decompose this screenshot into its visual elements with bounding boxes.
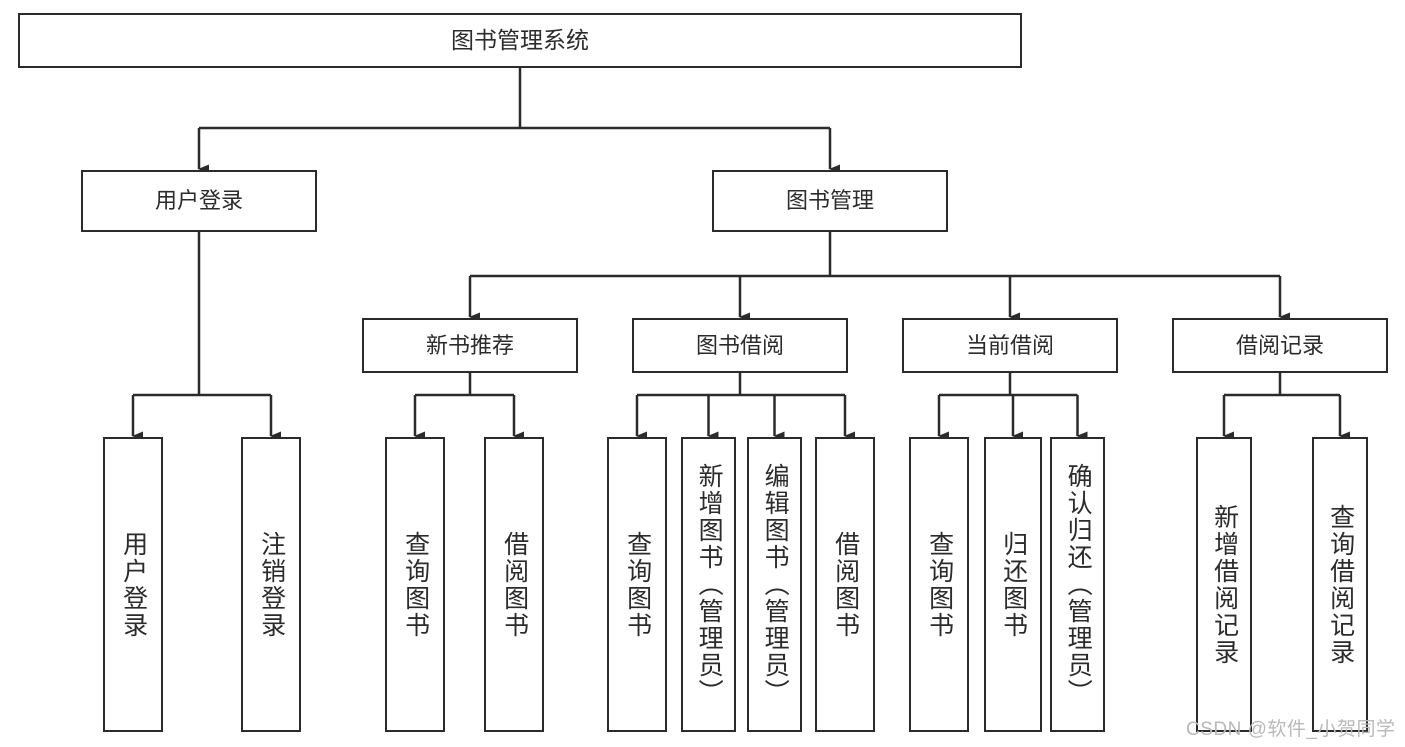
- node-label: 当前借阅: [965, 332, 1054, 358]
- node-label: 确认归还（管理员）: [1064, 463, 1093, 706]
- node-leaf-borrow-2[interactable]: 借阅图书: [815, 437, 875, 732]
- node-leaf-query-3[interactable]: 查询图书: [909, 437, 969, 732]
- node-leaf-qry-record[interactable]: 查询借阅记录: [1312, 437, 1368, 732]
- node-leaf-query-2[interactable]: 查询图书: [607, 437, 667, 732]
- node-label: 用户登录: [154, 188, 243, 214]
- node-label: 新增借阅记录: [1210, 503, 1239, 666]
- node-root[interactable]: 图书管理系统: [18, 13, 1022, 68]
- node-leaf-query-1[interactable]: 查询图书: [385, 437, 445, 732]
- node-leaf-return[interactable]: 归还图书: [984, 437, 1042, 732]
- node-borrow-record[interactable]: 借阅记录: [1172, 318, 1388, 373]
- node-label: 图书管理: [785, 188, 874, 214]
- node-label: 查询图书: [623, 530, 652, 639]
- node-label: 查询图书: [925, 530, 954, 639]
- watermark: CSDN @软件_小贺同学: [1186, 719, 1396, 740]
- node-label: 归还图书: [999, 530, 1028, 639]
- node-label: 查询图书: [401, 530, 430, 639]
- node-leaf-logout[interactable]: 注销登录: [241, 437, 301, 732]
- node-label: 用户登录: [119, 530, 148, 639]
- node-leaf-edit-book[interactable]: 编辑图书（管理员）: [747, 437, 802, 732]
- node-leaf-add-book[interactable]: 新增图书（管理员）: [681, 437, 736, 732]
- node-label: 新书推荐: [425, 332, 514, 358]
- node-label: 借阅图书: [500, 530, 529, 639]
- node-label: 编辑图书（管理员）: [761, 463, 790, 706]
- node-label: 借阅记录: [1235, 332, 1324, 358]
- node-label: 注销登录: [257, 530, 286, 639]
- node-label: 新增图书（管理员）: [695, 463, 724, 706]
- node-current-borrow[interactable]: 当前借阅: [902, 318, 1118, 373]
- node-book-borrow[interactable]: 图书借阅: [632, 318, 848, 373]
- node-label: 图书管理系统: [451, 27, 589, 54]
- node-label: 查询借阅记录: [1326, 503, 1355, 666]
- node-leaf-borrow-1[interactable]: 借阅图书: [484, 437, 544, 732]
- node-user-login[interactable]: 用户登录: [81, 170, 317, 232]
- node-leaf-confirm[interactable]: 确认归还（管理员）: [1050, 437, 1105, 732]
- node-new-book-rec[interactable]: 新书推荐: [362, 318, 578, 373]
- node-label: 借阅图书: [831, 530, 860, 639]
- node-leaf-add-record[interactable]: 新增借阅记录: [1196, 437, 1252, 732]
- node-book-manage[interactable]: 图书管理: [712, 170, 948, 232]
- node-leaf-user-login[interactable]: 用户登录: [103, 437, 163, 732]
- node-label: 图书借阅: [695, 332, 784, 358]
